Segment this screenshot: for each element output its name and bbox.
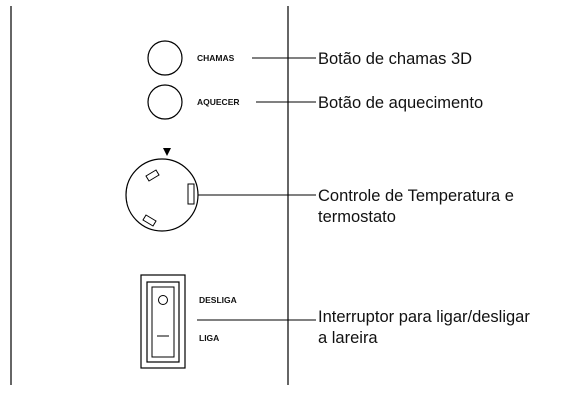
switch-on-label: LIGA	[199, 333, 219, 343]
heat-button	[147, 84, 183, 120]
flames-button	[147, 40, 183, 76]
switch-description-line1: Interruptor para ligar/desligar	[318, 308, 530, 326]
knob-indicator-arrow-icon	[163, 148, 171, 156]
switch-off-symbol-icon	[158, 295, 168, 305]
switch-off-label: DESLIGA	[199, 295, 237, 305]
temperature-description-line2: termostato	[318, 208, 396, 226]
temperature-knob	[125, 158, 199, 232]
knob-grip-bottom	[142, 214, 157, 227]
flames-description: Botão de chamas 3D	[318, 50, 472, 68]
heat-panel-label: AQUECER	[197, 97, 240, 107]
temperature-description-line1: Controle de Temperatura e	[318, 187, 514, 205]
knob-grip-top	[145, 169, 160, 182]
knob-grip-right	[187, 183, 195, 205]
flames-panel-label: CHAMAS	[197, 53, 235, 63]
heat-description: Botão de aquecimento	[318, 94, 483, 112]
power-switch	[140, 274, 186, 369]
switch-description-line2: a lareira	[318, 329, 378, 347]
